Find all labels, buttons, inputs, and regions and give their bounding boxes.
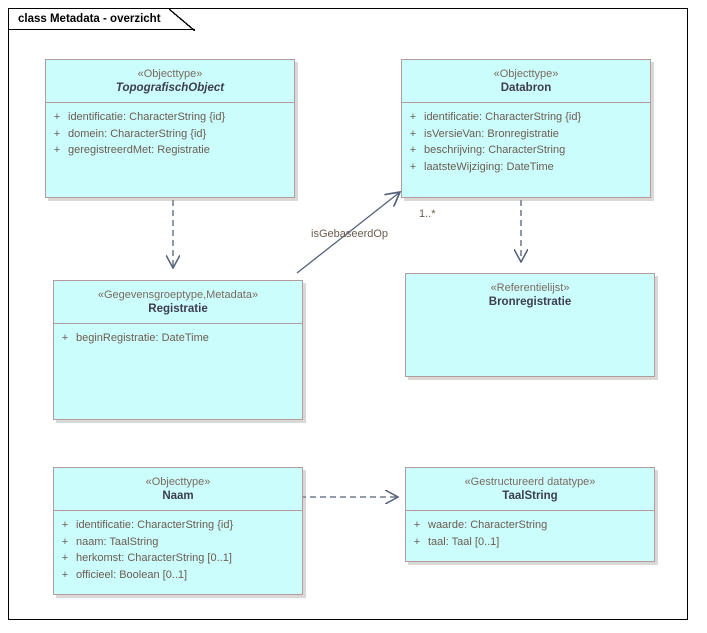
class-name: Registratie xyxy=(148,303,208,315)
attribute-visibility: + xyxy=(61,568,69,581)
class-stereotype: «Objecttype» xyxy=(145,476,211,488)
class-box-databron[interactable]: «Objecttype» Databron + identificatie: C… xyxy=(401,59,651,198)
attribute-row: + identificatie: CharacterString {id} xyxy=(46,109,294,126)
class-header-databron: «Objecttype» Databron xyxy=(402,60,650,103)
attribute-text: domein: CharacterString {id} xyxy=(68,127,207,140)
attribute-visibility: + xyxy=(61,552,69,564)
class-attributes-taalstring: + waarde: CharacterString + taal: Taal [… xyxy=(406,511,654,556)
class-stereotype: «Gestructureerd datatype» xyxy=(464,476,596,488)
attribute-row: + officieel: Boolean [0..1] xyxy=(54,567,302,584)
class-attributes-databron: + identificatie: CharacterString {id} + … xyxy=(402,103,650,181)
attribute-visibility: + xyxy=(53,127,61,140)
class-stereotype: «Gegevensgroeptype,Metadata» xyxy=(97,289,259,301)
diagram-title-label: class Metadata - overzicht xyxy=(18,12,161,25)
class-stereotype: «Objecttype» xyxy=(137,68,203,80)
class-header-bronregistratie: «Referentielijst» Bronregistratie xyxy=(406,274,654,316)
attribute-row: + geregistreerdMet: Registratie xyxy=(46,142,294,159)
attribute-row: + beschrijving: CharacterString xyxy=(402,142,650,159)
class-name: Naam xyxy=(162,490,194,502)
attribute-text: beschrijving: CharacterString xyxy=(424,144,566,156)
class-attributes-registratie: + beginRegistratie: DateTime xyxy=(54,324,302,353)
attribute-row: + beginRegistratie: DateTime xyxy=(54,330,302,347)
diagram-frame: isGebaseerdOp 1..* «Objecttype» Topograf… xyxy=(8,8,688,620)
attribute-text: naam: TaalString xyxy=(76,535,159,548)
attribute-visibility: + xyxy=(53,144,61,156)
attribute-row: + isVersieVan: Bronregistratie xyxy=(402,126,650,143)
attribute-text: beginRegistratie: DateTime xyxy=(76,332,209,344)
diagram-title-tab[interactable]: class Metadata - overzicht xyxy=(8,8,195,31)
attribute-text: taal: Taal [0..1] xyxy=(428,535,500,548)
attribute-row: + waarde: CharacterString xyxy=(406,517,654,534)
class-attributes-naam: + identificatie: CharacterString {id} + … xyxy=(54,511,302,589)
class-name: Databron xyxy=(500,82,552,94)
attribute-text: identificatie: CharacterString {id} xyxy=(76,519,234,531)
attribute-row: + identificatie: CharacterString {id} xyxy=(54,517,302,534)
attribute-visibility: + xyxy=(409,127,417,140)
class-name: TaalString xyxy=(502,490,558,502)
connector-label-isgebaseerdop: isGebaseerdOp xyxy=(311,228,389,240)
attribute-text: officieel: Boolean [0..1] xyxy=(76,568,188,581)
attribute-row: + herkomst: CharacterString [0..1] xyxy=(54,550,302,567)
attribute-row: + taal: Taal [0..1] xyxy=(406,534,654,551)
attribute-visibility: + xyxy=(409,160,417,173)
attribute-visibility: + xyxy=(409,144,417,156)
attribute-visibility: + xyxy=(61,332,69,344)
class-name: Bronregistratie xyxy=(488,296,572,308)
class-box-topografischobject[interactable]: «Objecttype» TopografischObject + identi… xyxy=(45,59,295,198)
attribute-text: laatsteWijziging: DateTime xyxy=(424,160,554,173)
class-header-taalstring: «Gestructureerd datatype» TaalString xyxy=(406,468,654,511)
class-header-registratie: «Gegevensgroeptype,Metadata» Registratie xyxy=(54,281,302,324)
class-name: TopografischObject xyxy=(115,82,225,94)
attribute-row: + identificatie: CharacterString {id} xyxy=(402,109,650,126)
attribute-visibility: + xyxy=(53,111,61,123)
class-header-topografischobject: «Objecttype» TopografischObject xyxy=(46,60,294,103)
attribute-row: + naam: TaalString xyxy=(54,534,302,551)
class-box-registratie[interactable]: «Gegevensgroeptype,Metadata» Registratie… xyxy=(53,280,303,420)
attribute-text: herkomst: CharacterString [0..1] xyxy=(76,552,232,564)
attribute-text: identificatie: CharacterString {id} xyxy=(68,111,226,123)
attribute-row: + laatsteWijziging: DateTime xyxy=(402,159,650,176)
class-stereotype: «Objecttype» xyxy=(493,68,559,80)
connector-multiplicity-databron: 1..* xyxy=(419,208,436,220)
class-box-bronregistratie[interactable]: «Referentielijst» Bronregistratie xyxy=(405,273,655,377)
class-attributes-topografischobject: + identificatie: CharacterString {id} + … xyxy=(46,103,294,165)
attribute-text: isVersieVan: Bronregistratie xyxy=(424,127,559,140)
attribute-visibility: + xyxy=(409,111,417,123)
class-box-naam[interactable]: «Objecttype» Naam + identificatie: Chara… xyxy=(53,467,303,595)
attribute-text: geregistreerdMet: Registratie xyxy=(68,144,210,156)
attribute-visibility: + xyxy=(413,519,421,531)
class-box-taalstring[interactable]: «Gestructureerd datatype» TaalString + w… xyxy=(405,467,655,562)
class-stereotype: «Referentielijst» xyxy=(490,282,570,294)
attribute-visibility: + xyxy=(61,519,69,531)
attribute-text: identificatie: CharacterString {id} xyxy=(424,111,582,123)
attribute-visibility: + xyxy=(413,535,421,548)
attribute-row: + domein: CharacterString {id} xyxy=(46,126,294,143)
attribute-text: waarde: CharacterString xyxy=(428,519,548,531)
class-header-naam: «Objecttype» Naam xyxy=(54,468,302,511)
attribute-visibility: + xyxy=(61,535,69,548)
